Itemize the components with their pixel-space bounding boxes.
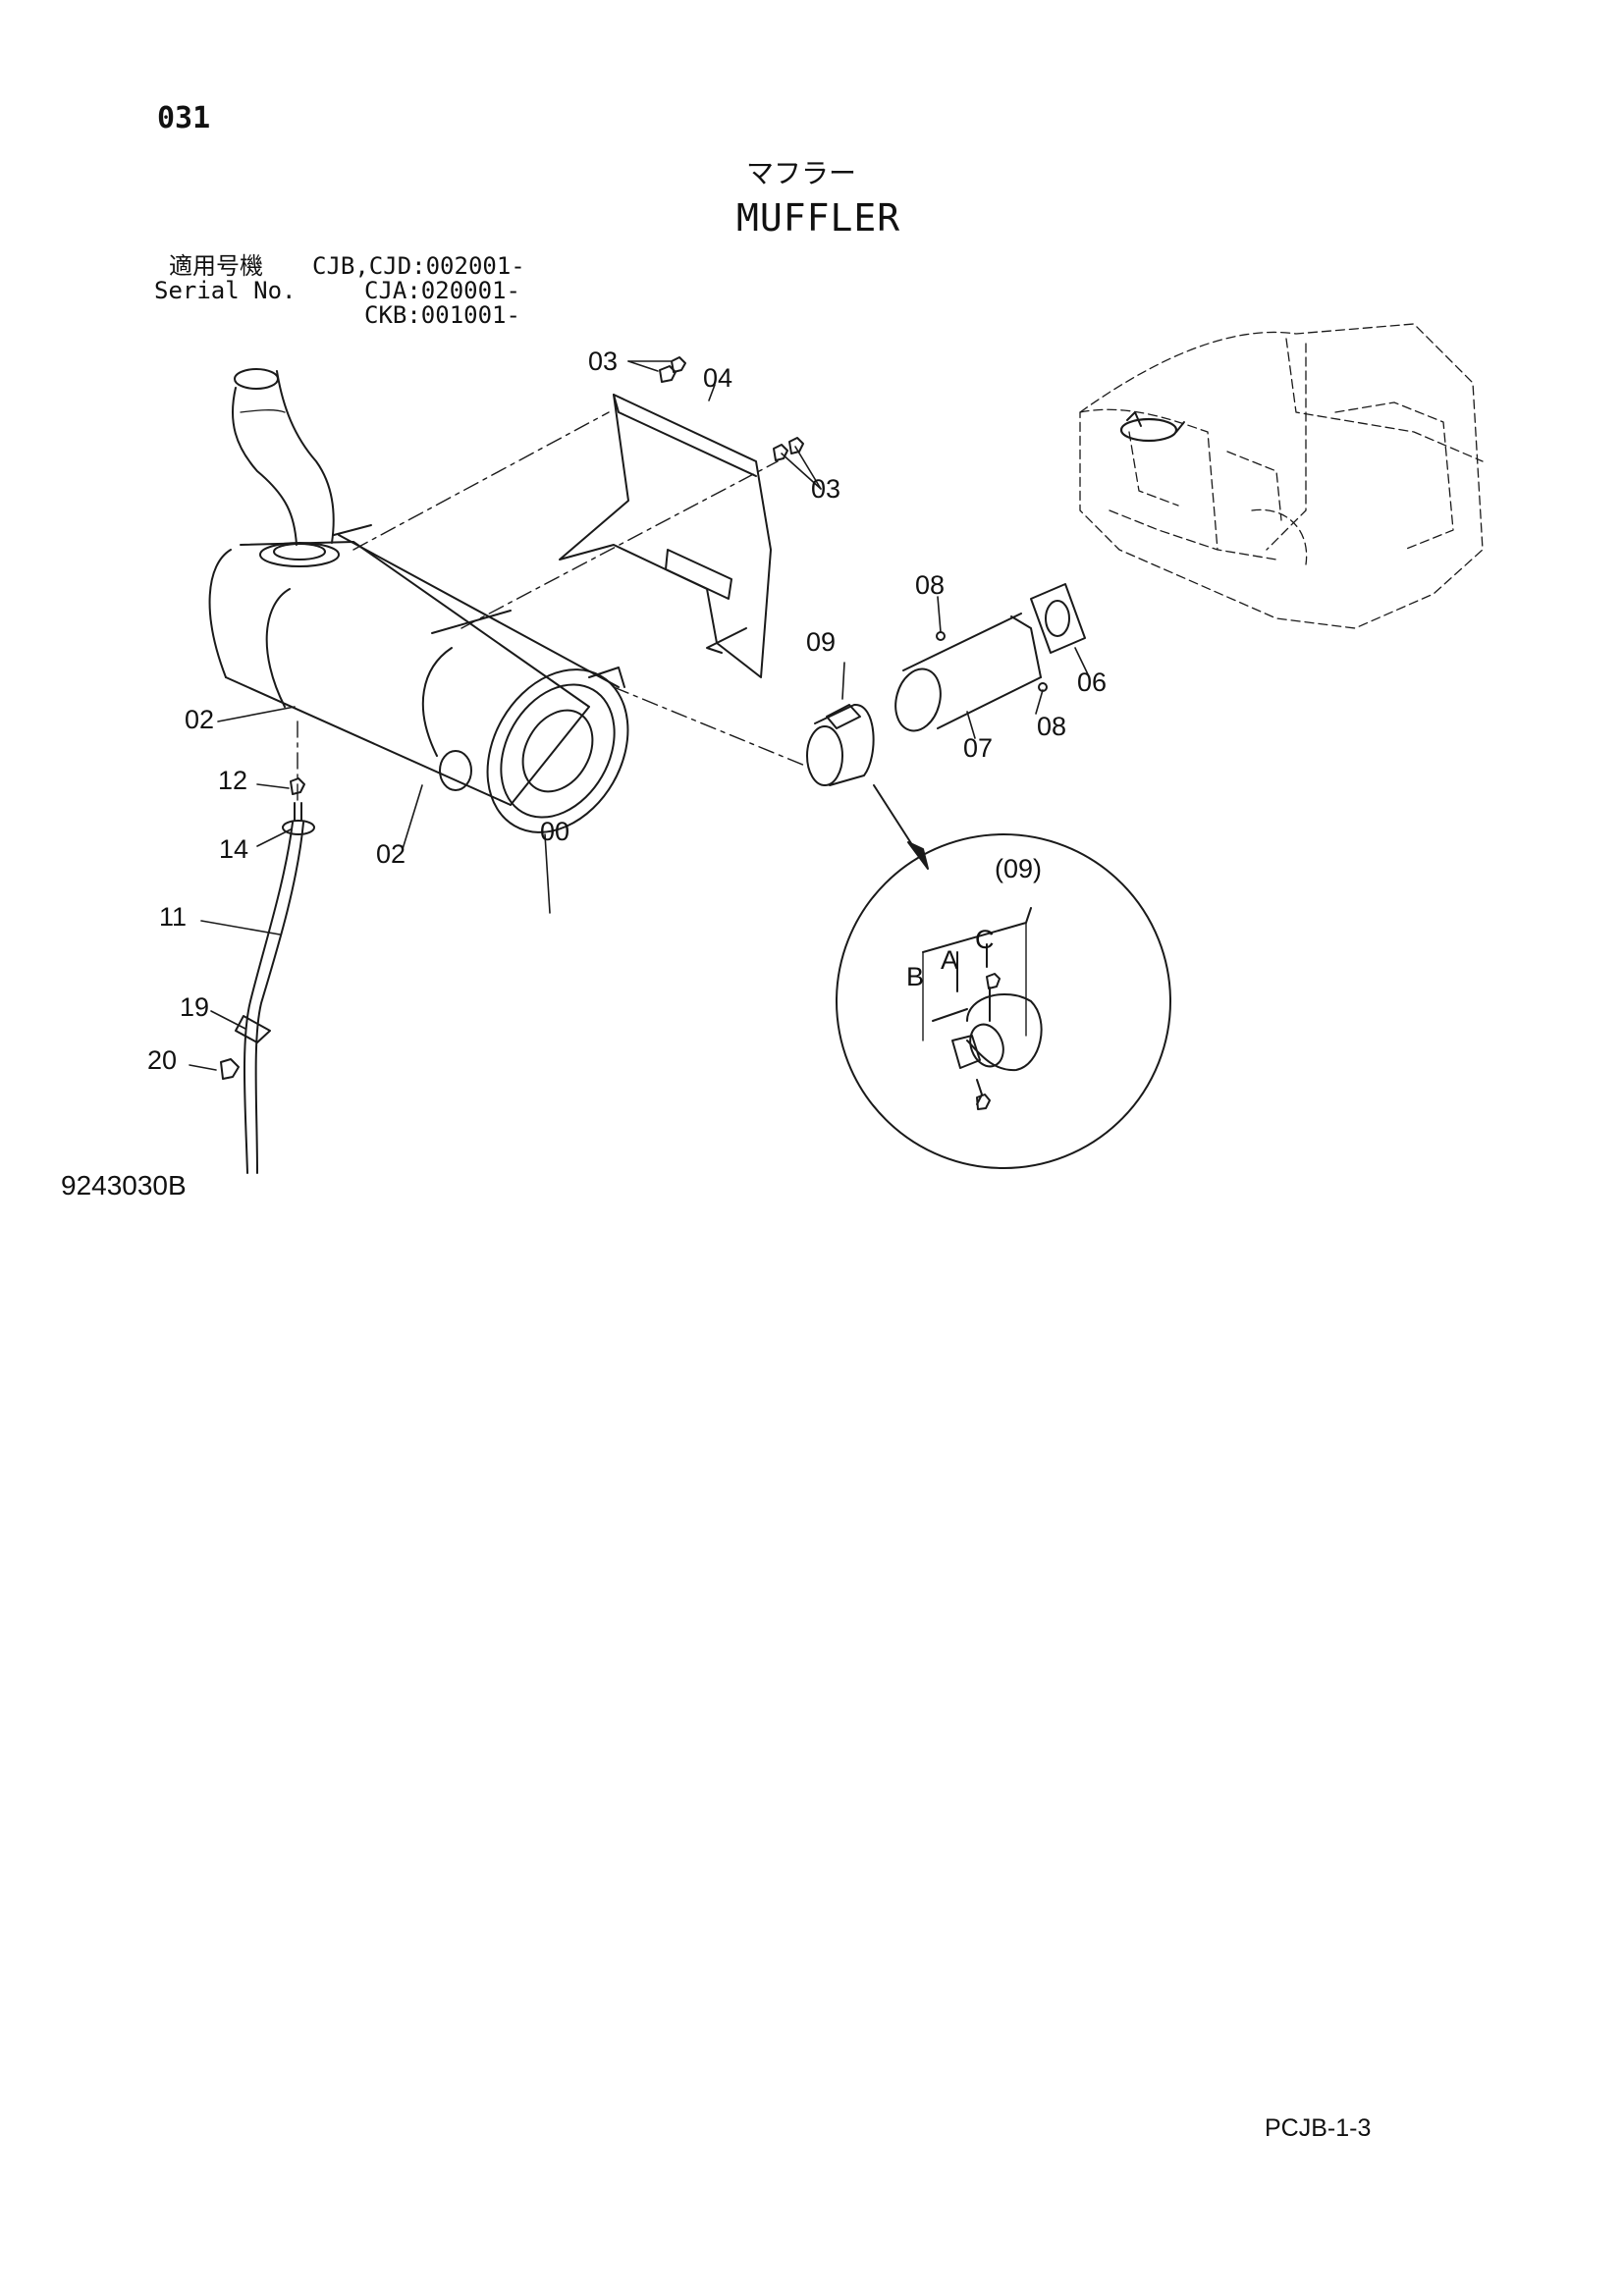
serial-label-jp: 適用号機 [169, 252, 263, 280]
callout-08-lower: 08 [1037, 712, 1067, 741]
title-english: MUFFLER [736, 196, 901, 240]
detail-pointer [873, 784, 929, 870]
callout-09: 09 [806, 627, 837, 657]
callout-03-upper: 03 [588, 347, 619, 376]
leader-lines [189, 360, 1089, 1071]
callout-03-right: 03 [811, 474, 841, 504]
excavator-locator [1079, 323, 1484, 629]
serial-label-en: Serial No. [154, 277, 297, 304]
callout-12: 12 [218, 766, 248, 795]
callout-04: 04 [703, 363, 733, 393]
callout-02-lower: 02 [376, 839, 406, 869]
callout-07: 07 [963, 733, 994, 763]
page-code: PCJB-1-3 [1265, 2114, 1372, 2142]
callout-20: 20 [147, 1045, 178, 1075]
muffler-body [208, 524, 629, 833]
detail-circle [836, 833, 1171, 1169]
callout-06: 06 [1077, 667, 1108, 697]
detail-title: (09) [995, 854, 1043, 883]
locator-highlight [1119, 411, 1185, 443]
serial-range-3: CKB:001001- [364, 301, 520, 329]
page-number: 031 [157, 101, 211, 135]
heat-shield-bracket [559, 394, 772, 678]
title-japanese: マフラー [746, 157, 857, 189]
callout-02-upper: 02 [185, 705, 215, 734]
detail-label-b: B [906, 962, 925, 991]
detail-label-a: A [941, 945, 959, 975]
exhaust-stack-pipe [232, 368, 335, 546]
callout-19: 19 [180, 992, 210, 1022]
serial-range-1: CJB,CJD:002001- [312, 252, 525, 280]
drawing-code: 9243030B [61, 1170, 187, 1201]
detail-label-c: C [975, 925, 995, 954]
exhaust-pipe [894, 613, 1042, 732]
pipe-flange [1030, 583, 1086, 654]
clamp [806, 703, 875, 786]
serial-range-2: CJA:020001- [364, 277, 520, 304]
callout-11: 11 [159, 902, 188, 932]
callout-14: 14 [219, 834, 249, 864]
phantom-lines [297, 411, 806, 806]
drain-hose [235, 802, 315, 1174]
callout-08-upper: 08 [915, 570, 946, 600]
callout-00: 00 [540, 817, 570, 846]
